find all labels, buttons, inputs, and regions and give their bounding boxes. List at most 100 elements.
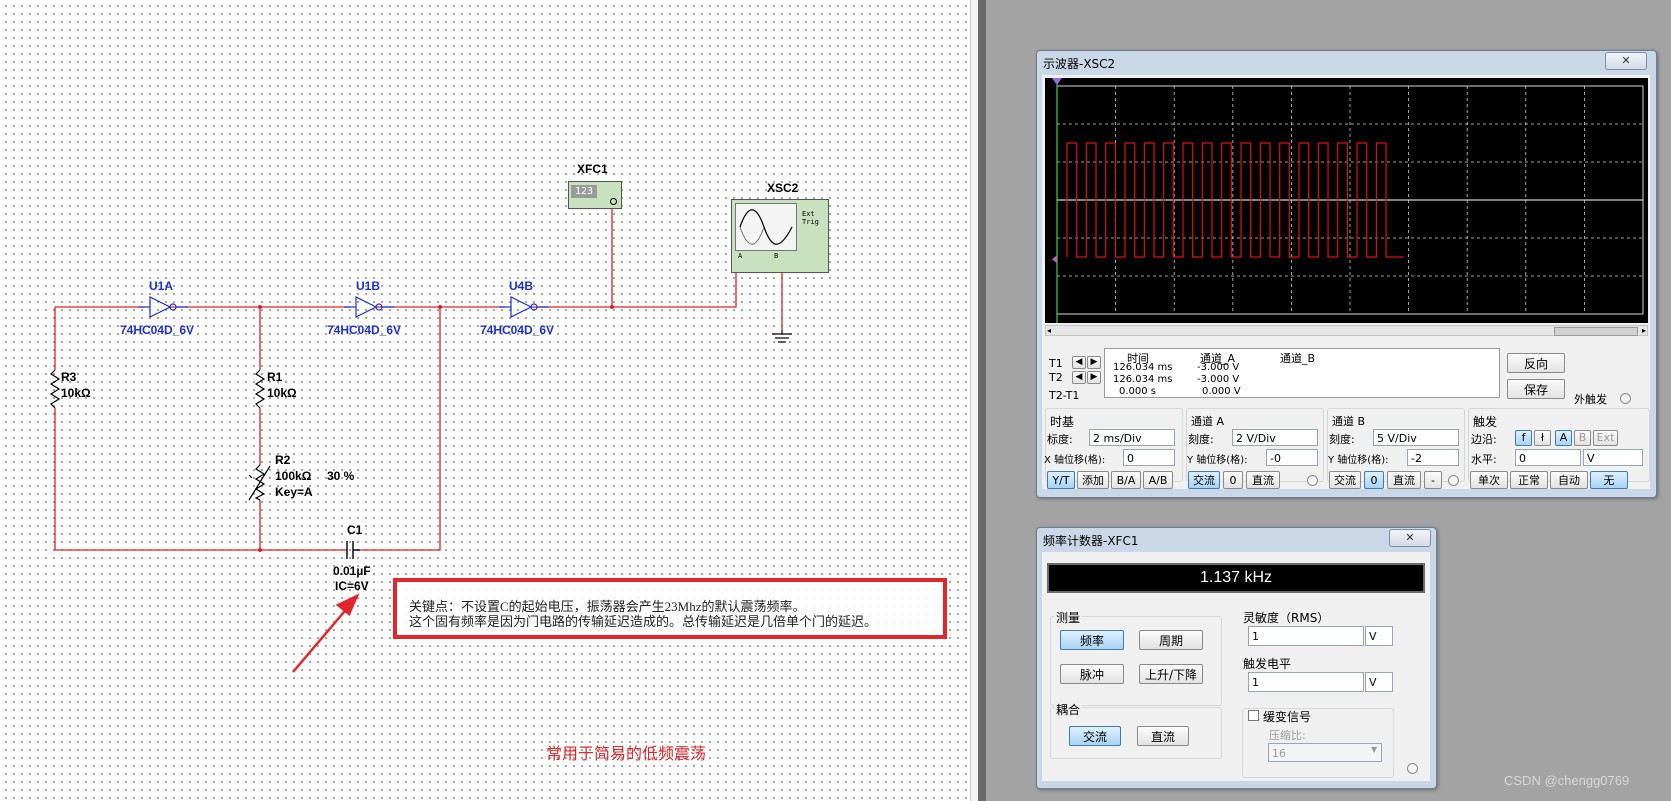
close-icon[interactable]: ✕	[1605, 52, 1647, 70]
channel-a-trace	[1066, 142, 1404, 258]
r2-value-label: 100kΩ	[275, 469, 312, 483]
t1-right-arrow-icon[interactable]: ▶	[1087, 356, 1101, 369]
counter-trigger-level-field[interactable]: 1	[1248, 672, 1364, 692]
compression-label: 压缩比:	[1269, 729, 1306, 742]
schematic-canvas[interactable]	[0, 0, 970, 801]
timebase-xpos-field[interactable]: 0	[1123, 449, 1175, 466]
normal-trigger-button[interactable]: 正常	[1510, 471, 1548, 489]
frequency-counter-window[interactable]: 频率计数器-XFC1 ✕ 1.137 kHz 测量 频率 周期 脉冲 上升/下降…	[1036, 527, 1437, 789]
oscilloscope-window[interactable]: 示波器-XSC2 ✕ ◂ ▸ T1 T2 T2-T1 ◀ ▶ ◀ ▶ 时间 通道…	[1036, 50, 1657, 498]
scope-screen-icon	[735, 203, 797, 251]
cursor-t2-marker	[1052, 78, 1062, 85]
scrollbar-thumb[interactable]	[1554, 327, 1638, 336]
channel-b-scale-field[interactable]: 5 V/Div	[1373, 429, 1459, 446]
add-mode-button[interactable]: 添加	[1077, 471, 1109, 489]
trigger-source-ext-button[interactable]: Ext	[1593, 430, 1618, 446]
t2-left-arrow-icon[interactable]: ◀	[1072, 371, 1086, 384]
trigger-source-b-button[interactable]: B	[1574, 430, 1591, 446]
u4b-ref-label: U4B	[509, 279, 534, 293]
sensitivity-unit[interactable]: V	[1365, 626, 1393, 646]
yt-mode-button[interactable]: Y/T	[1047, 471, 1075, 489]
ab-mode-button[interactable]: A/B	[1143, 471, 1173, 489]
note-line-2: 这个固有频率是因为门电路的传输延迟造成的。总传输延迟是几倍单个门的延迟。	[409, 614, 878, 629]
pulse-button[interactable]: 脉冲	[1060, 664, 1124, 684]
trigger-source-a-button[interactable]: A	[1555, 430, 1572, 446]
sensitivity-field[interactable]: 1	[1248, 626, 1364, 646]
channel-b-dc-button[interactable]: 直流	[1387, 471, 1421, 489]
trigger-level-unit[interactable]: V	[1583, 449, 1643, 466]
channel-a-scale-label: 刻度:	[1188, 433, 1214, 446]
ba-mode-button[interactable]: B/A	[1111, 471, 1141, 489]
channel-b-scale-label: 刻度:	[1329, 433, 1355, 446]
measure-group	[1050, 616, 1222, 706]
channel-a-ypos-label: Y 轴位移(格):	[1187, 455, 1248, 466]
r3-value-label: 10kΩ	[61, 386, 91, 400]
scope-scrollbar[interactable]: ◂ ▸	[1045, 325, 1648, 336]
channel-a-radio[interactable]	[1307, 475, 1318, 486]
save-button[interactable]: 保存	[1507, 379, 1565, 399]
u1a-ref-label: U1A	[149, 279, 174, 293]
readout-t1-time: 126.034 ms	[1113, 362, 1173, 373]
scroll-right-icon[interactable]: ▸	[1641, 326, 1646, 335]
reverse-button[interactable]: 反向	[1507, 353, 1565, 373]
timebase-scale-field[interactable]: 2 ms/Div	[1089, 429, 1175, 446]
single-trigger-button[interactable]: 单次	[1470, 471, 1508, 489]
pane-splitter[interactable]	[978, 0, 986, 801]
frequency-button[interactable]: 频率	[1060, 630, 1124, 650]
u1b-ref-label: U1B	[356, 279, 381, 293]
ext-trigger-radio[interactable]	[1620, 393, 1631, 404]
timebase-xpos-label: X 轴位移(格):	[1044, 455, 1106, 466]
channel-a-group-label: 通道 A	[1191, 415, 1225, 428]
period-button[interactable]: 周期	[1139, 630, 1203, 650]
t2-t1-label: T2-T1	[1049, 389, 1080, 402]
rising-edge-button[interactable]: f	[1515, 430, 1532, 446]
channel-b-group-label: 通道 B	[1332, 415, 1366, 428]
counter-dc-button[interactable]: 直流	[1137, 726, 1189, 746]
readout-t2-a: -3.000 V	[1197, 374, 1240, 385]
counter-ac-button[interactable]: 交流	[1069, 726, 1121, 746]
trigger-edge-label: 边沿:	[1471, 433, 1497, 446]
t1-left-arrow-icon[interactable]: ◀	[1072, 356, 1086, 369]
auto-trigger-button[interactable]: 自动	[1550, 471, 1588, 489]
readout-t2-time: 126.034 ms	[1113, 374, 1173, 385]
ext-trigger-label: 外触发	[1574, 393, 1607, 406]
channel-a-marker	[1052, 255, 1057, 264]
compression-select[interactable]: 16	[1268, 743, 1382, 762]
scope-display[interactable]	[1045, 78, 1648, 323]
channel-a-zero-button[interactable]: 0	[1223, 471, 1243, 489]
counter-close-icon[interactable]: ✕	[1389, 529, 1431, 547]
channel-a-ypos-field[interactable]: -0	[1266, 449, 1318, 466]
readout-header-a: 通道_A	[1200, 352, 1236, 365]
t2-right-arrow-icon[interactable]: ▶	[1087, 371, 1101, 384]
cursor-readout-table: 时间 通道_A 通道_B 126.034 ms -3.000 V 126.034…	[1104, 348, 1500, 398]
u1a-part-label: 74HC04D_6V	[120, 323, 195, 337]
counter-trigger-level-label: 触发电平	[1243, 657, 1292, 671]
readout-dt-a: 0.000 V	[1202, 386, 1241, 397]
channel-b-label: B	[774, 252, 779, 260]
u1b-part-label: 74HC04D_6V	[327, 323, 402, 337]
counter-trigger-level-unit[interactable]: V	[1365, 672, 1393, 692]
r2-ref-label: R2	[275, 453, 291, 467]
timebase-scale-label: 标度:	[1047, 433, 1073, 446]
channel-a-dc-button[interactable]: 直流	[1246, 471, 1280, 489]
trigger-level-field[interactable]: 0	[1515, 449, 1581, 466]
channel-b-ypos-field[interactable]: -2	[1407, 449, 1459, 466]
oscilloscope-title: 示波器-XSC2	[1043, 57, 1116, 71]
xsc2-instrument[interactable]: Ext Trig A B	[731, 199, 829, 273]
channel-a-scale-field[interactable]: 2 V/Div	[1232, 429, 1318, 446]
channel-b-zero-button[interactable]: 0	[1364, 471, 1384, 489]
channel-b-minus-button[interactable]: -	[1424, 471, 1442, 489]
channel-b-radio[interactable]	[1448, 475, 1459, 486]
c1-ref-label: C1	[347, 523, 363, 537]
falling-edge-button[interactable]: ł	[1534, 430, 1551, 446]
r1-value-label: 10kΩ	[267, 386, 297, 400]
scroll-left-icon[interactable]: ◂	[1047, 326, 1052, 335]
rise-fall-button[interactable]: 上升/下降	[1139, 664, 1203, 684]
no-trigger-button[interactable]: 无	[1590, 471, 1628, 489]
counter-radio[interactable]	[1407, 763, 1418, 774]
channel-b-ac-button[interactable]: 交流	[1329, 471, 1361, 489]
channel-a-ac-button[interactable]: 交流	[1188, 471, 1220, 489]
slow-signal-checkbox[interactable]	[1248, 710, 1259, 721]
xfc1-instrument[interactable]: 123	[568, 181, 622, 209]
channel-b-ypos-label: Y 轴位移(格):	[1328, 455, 1389, 466]
